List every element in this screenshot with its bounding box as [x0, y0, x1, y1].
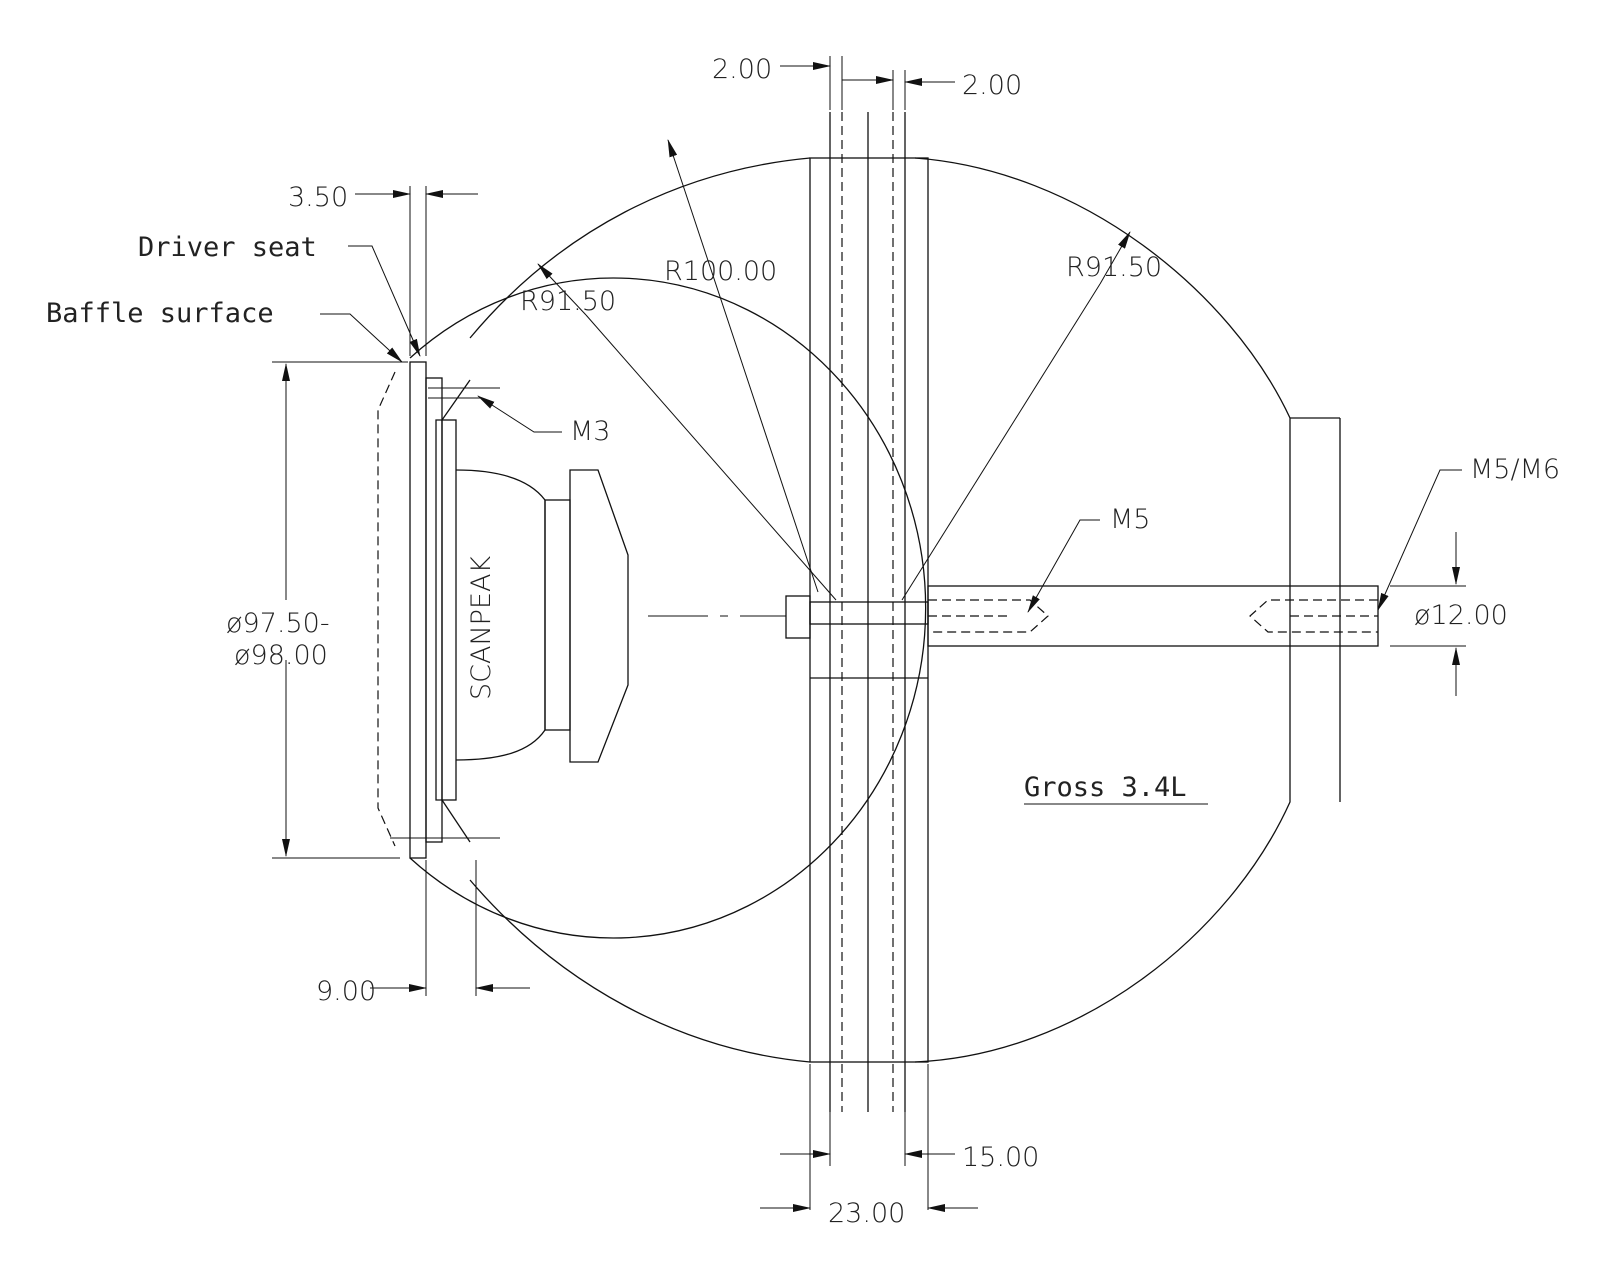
dim-23-00: 23.00: [828, 1198, 905, 1229]
inner-shell-top: [469, 157, 811, 339]
nut: [785, 595, 811, 639]
dim-15-00: 15.00: [962, 1142, 1039, 1173]
baffle-surface-label: Baffle surface: [46, 298, 274, 329]
dim-bottom: 15.00 23.00: [760, 1064, 1039, 1229]
screw-leaders: M5 M5/M6: [1027, 454, 1560, 613]
baffle-plate: [409, 361, 427, 859]
dim-12-00: ø12.00: [1414, 600, 1508, 631]
inner-shell-top-right: [914, 157, 1291, 1063]
m3-label: M3: [570, 416, 610, 447]
volume-label: Gross 3.4L: [1024, 772, 1187, 803]
inner-shell-bottom: [469, 879, 811, 1063]
panel-body: [809, 157, 929, 1063]
dim-seat-depth: 9.00: [316, 860, 530, 1007]
dim-3-50: 3.50: [288, 182, 348, 213]
m5-label: M5: [1110, 504, 1150, 535]
m5-m6-label: M5/M6: [1470, 454, 1560, 485]
rod-bore: [809, 601, 929, 625]
driver-basket: [441, 419, 457, 801]
driver: SCANPEAK: [377, 361, 629, 859]
dim-r100: R100.00: [664, 256, 777, 287]
dim-top-slots: 2.00 2.00: [712, 54, 1022, 110]
dim-slot-right: 2.00: [962, 70, 1022, 101]
brand-text: SCANPEAK: [466, 556, 497, 700]
dim-cutout-1: ø97.50-: [226, 608, 330, 639]
magnet-plate: [544, 499, 571, 731]
dim-cutout-2: ø98.00: [234, 640, 328, 671]
threaded-rod: [785, 585, 1379, 647]
dim-r91-50-left: R91.50: [520, 286, 616, 317]
dim-slot-left: 2.00: [712, 54, 772, 85]
outer-shell-arc: [409, 277, 927, 939]
cutout-dashed: [377, 371, 396, 847]
center-panel: [809, 112, 929, 1112]
enclosure-shell: [409, 157, 1341, 1063]
dim-baffle-thickness: 3.50: [288, 182, 478, 356]
magnet: [569, 469, 629, 763]
dim-r91-50-right: R91.50: [1066, 252, 1162, 283]
driver-seat-label: Driver seat: [138, 232, 317, 263]
dim-rod-diameter: ø12.00: [1390, 532, 1508, 696]
dim-cutout-diameter: ø97.50- ø98.00: [226, 361, 408, 859]
label-leaders: Driver seat Baffle surface M3: [46, 232, 610, 447]
radius-dims: R100.00 R91.50 R91.50: [520, 139, 1162, 601]
rod-left-thread: [928, 599, 1049, 633]
volume-annotation: Gross 3.4L: [1024, 772, 1208, 805]
rod-right-thread: [1249, 599, 1378, 633]
dim-9-00: 9.00: [316, 976, 376, 1007]
driver-frame: [425, 377, 443, 843]
